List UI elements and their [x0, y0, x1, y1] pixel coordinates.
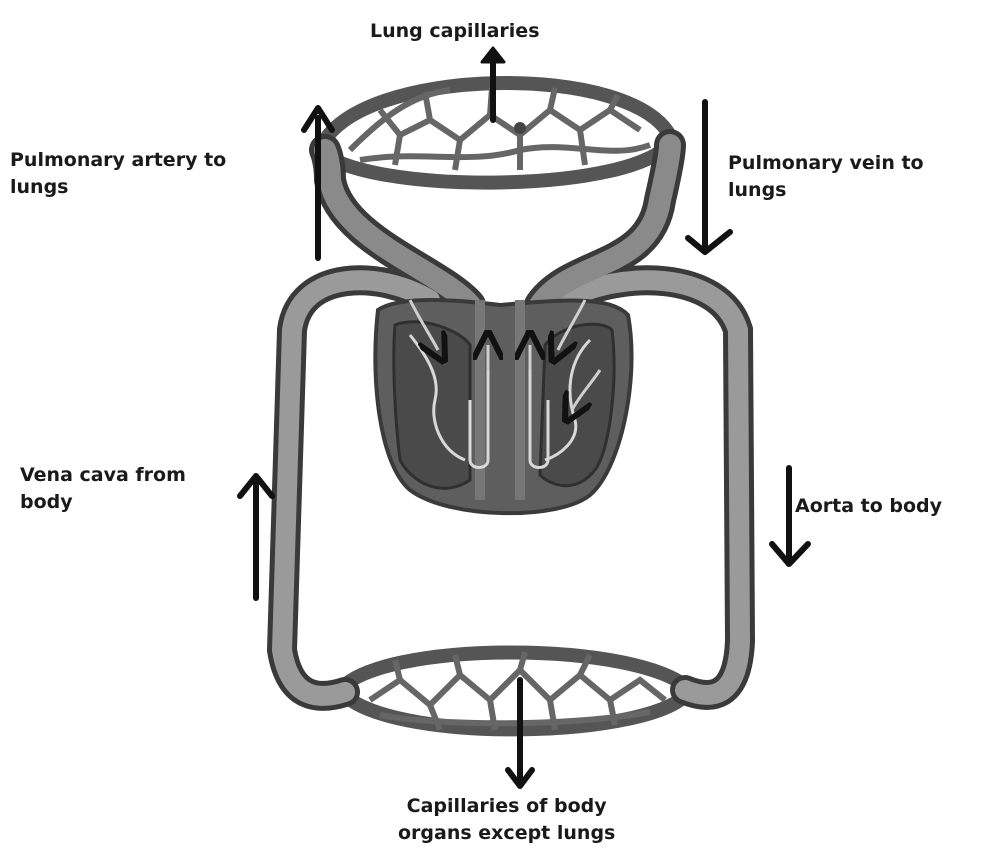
- vena-cava-label-line-1: Vena cava from: [20, 462, 186, 489]
- heart: [375, 300, 631, 513]
- lung-capillaries-label: Lung capillaries: [370, 18, 540, 45]
- body-capillaries-label-line-2: organs except lungs: [398, 820, 615, 847]
- vena-cava-label: Vena cava from body: [20, 462, 186, 516]
- pulmonary-vein-label-line-2: lungs: [728, 177, 924, 204]
- body-capillaries-label: Capillaries of body organs except lungs: [398, 793, 615, 847]
- pulmonary-vein-label-line-1: Pulmonary vein to: [728, 150, 924, 177]
- aorta-label: Aorta to body: [795, 493, 942, 520]
- vena-cava-label-line-2: body: [20, 489, 186, 516]
- pulmonary-artery-label-line-1: Pulmonary artery to: [10, 147, 226, 174]
- pulmonary-vein-label: Pulmonary vein to lungs: [728, 150, 924, 204]
- vena-cava-arrow: [240, 476, 272, 598]
- body-capillaries-label-line-1: Capillaries of body: [398, 793, 615, 820]
- pulmonary-artery-label-line-2: lungs: [10, 174, 226, 201]
- body-capillary-bed: [340, 652, 690, 730]
- pulmonary-vein-arrow: [688, 102, 730, 252]
- pulmonary-artery-label: Pulmonary artery to lungs: [10, 147, 226, 201]
